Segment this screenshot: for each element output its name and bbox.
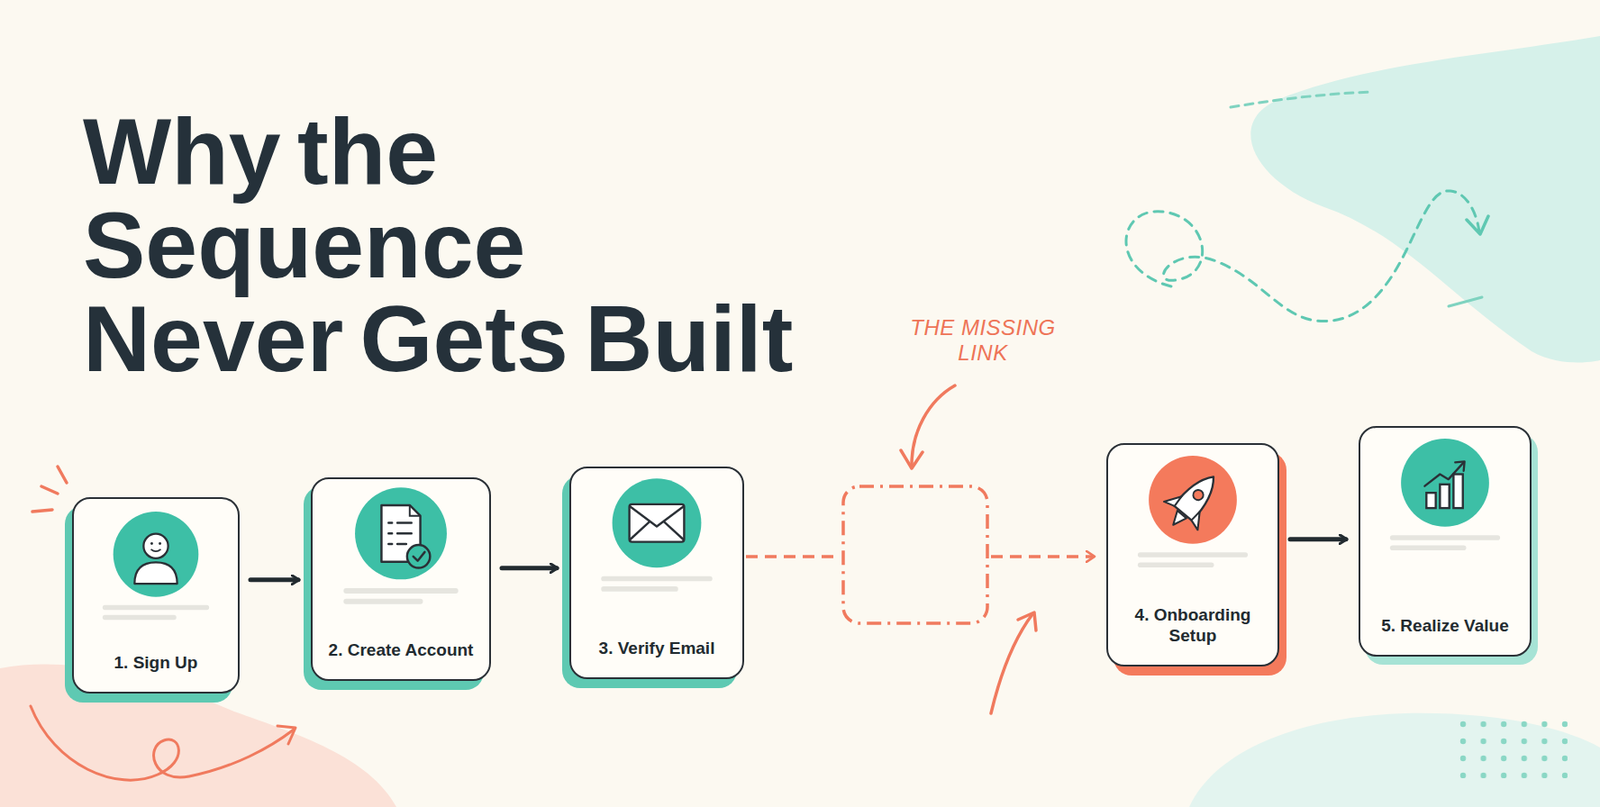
squiggle-head [1466,216,1489,235]
swirl-head [277,726,296,745]
teal-blob [1250,36,1600,364]
step-card: 4. Onboarding Setup [1106,443,1280,667]
pointer-arrow [990,614,1033,714]
pointer-arrow [911,385,955,465]
step-icon [312,479,490,615]
pointer-head [1018,612,1037,631]
step-card: 1. Sign Up [72,497,240,694]
dashed-squiggle [1126,190,1480,322]
step-icon [1360,427,1530,564]
step-label: 3. Verify Email [599,638,716,660]
step-card: 2. Create Account [310,477,491,682]
callout-label: THE MISSING LINK [903,315,1063,365]
page-title: Why the Sequence Never Gets Built [82,104,799,386]
dot-grid [1459,720,1568,779]
flow-arrow [250,577,299,582]
teal-dash [1448,297,1482,307]
step-label: 2. Create Account [328,640,474,662]
step-label: 5. Realize Value [1381,616,1510,637]
mint-blob [1189,713,1600,807]
step-icon [571,468,743,604]
flow-arrow [745,554,1094,559]
step-icon [1108,445,1278,581]
flow-arrow [501,565,557,571]
swirl-arrow [30,706,294,781]
pointer-head [900,450,923,469]
missing-box [843,486,988,624]
flow-arrow [1290,536,1346,542]
step-label: 4. Onboarding Setup [1118,605,1267,647]
spark-ticks [32,466,67,512]
step-label: 1. Sign Up [114,653,199,674]
step-icon [73,499,238,635]
dashed-stroke [1230,91,1373,108]
step-card: 5. Realize Value [1358,426,1532,657]
step-card: 3. Verify Email [569,466,745,680]
